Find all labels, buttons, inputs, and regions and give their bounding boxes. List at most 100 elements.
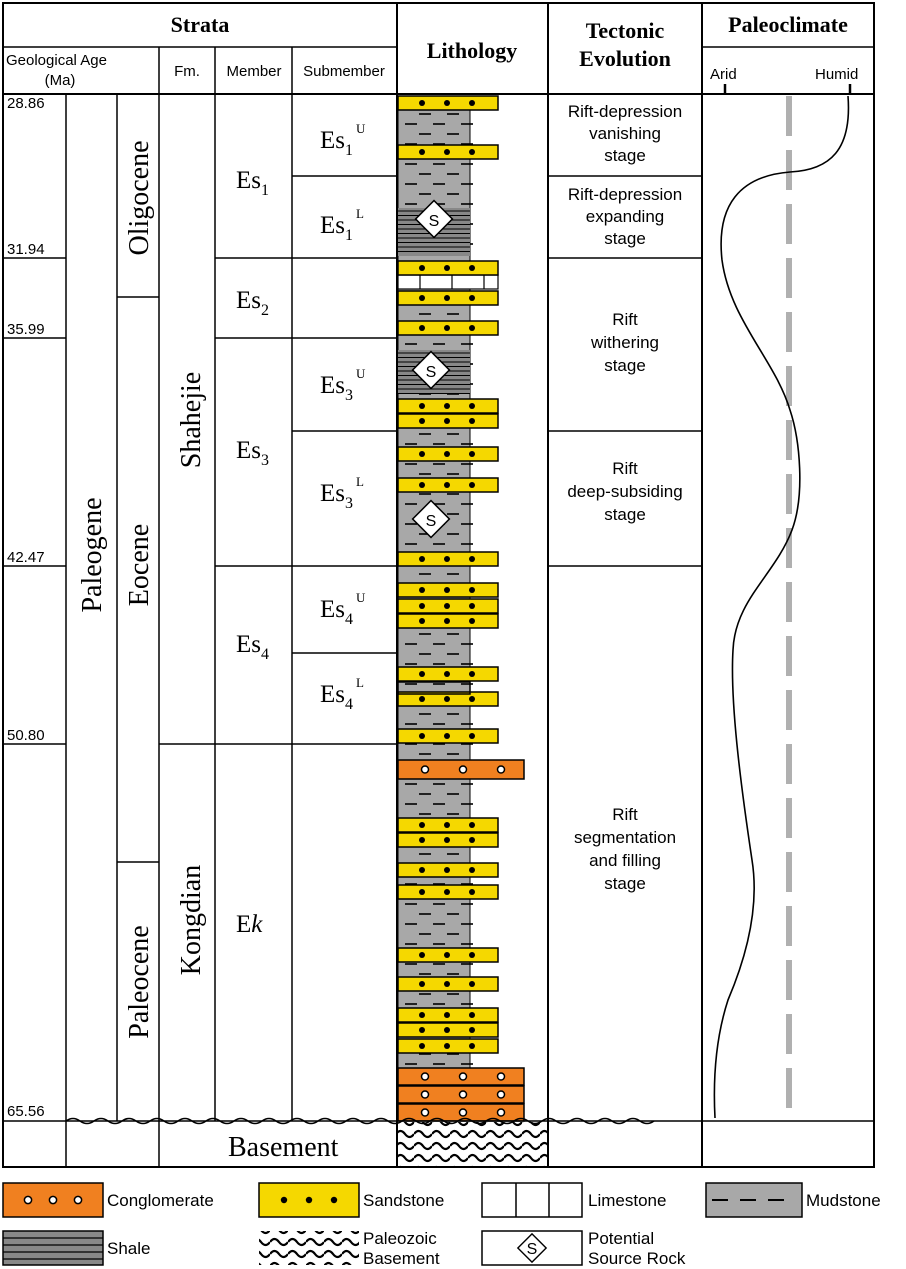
sandstone-bed <box>397 728 499 744</box>
submember-es3l: Es3L <box>320 474 364 512</box>
svg-text:S: S <box>426 513 437 530</box>
legend-conglomerate: Conglomerate <box>2 1182 214 1218</box>
sandstone-bed <box>397 398 499 414</box>
legend-label: Potential <box>588 1229 654 1248</box>
tectonic-stage-line: stage <box>604 505 646 524</box>
source-rock-marker: S <box>414 199 454 239</box>
legend-basement: Paleozoic Basement <box>259 1229 440 1268</box>
legend-sandstone: Sandstone <box>258 1182 444 1218</box>
formation-header: Fm. <box>174 63 200 80</box>
sandstone-bed <box>397 582 499 598</box>
sandstone-bed <box>397 413 499 429</box>
legend-label: Mudstone <box>806 1191 881 1210</box>
strata-header: Strata <box>171 12 230 37</box>
conglomerate-bed <box>397 1067 525 1086</box>
formation-kongdian: Kongdian <box>176 865 207 975</box>
tectonic-stage-line: Rift <box>612 459 638 478</box>
tectonic-stages: Rift-depression vanishing stage Rift-dep… <box>567 102 682 893</box>
sandstone-bed <box>397 976 499 992</box>
sandstone-bed <box>397 884 499 900</box>
svg-text:S: S <box>426 364 437 381</box>
legend-mudstone: Mudstone <box>705 1182 881 1218</box>
submember-es4u: Es4U <box>320 590 366 628</box>
paleoclimate-curve <box>713 95 850 1119</box>
geological-age-header: Geological Age <box>6 52 107 69</box>
humid-label: Humid <box>815 66 858 83</box>
tectonic-header-line1: Tectonic <box>586 18 665 43</box>
tectonic-stage-line: stage <box>604 229 646 248</box>
limestone-layer <box>397 274 499 290</box>
submember-es1l: Es1L <box>320 206 364 244</box>
legend-shale: Shale <box>2 1230 150 1266</box>
legend-label: Limestone <box>588 1191 666 1210</box>
tectonic-stage-line: stage <box>604 874 646 893</box>
sandstone-bed <box>397 613 499 629</box>
series-paleocene: Paleocene <box>124 925 155 1039</box>
submember-es3u: Es3U <box>320 366 366 404</box>
sandstone-bed <box>397 477 499 493</box>
tectonic-stage-line: Rift <box>612 310 638 329</box>
lithology-beds <box>397 95 525 1122</box>
sandstone-bed <box>397 551 499 567</box>
age-label: 28.86 <box>7 95 45 112</box>
sandstone-bed <box>397 817 499 833</box>
legend-source-rock: S Potential Source Rock <box>481 1229 686 1268</box>
paleozoic-basement <box>398 1122 548 1168</box>
system-paleogene: Paleogene <box>77 497 108 612</box>
sandstone-bed <box>397 95 499 111</box>
age-label: 31.94 <box>7 241 45 258</box>
tectonic-stage-line: and filling <box>589 851 661 870</box>
member-es1: Es1 <box>236 167 269 199</box>
member-es3: Es3 <box>236 437 269 469</box>
unconformity-line <box>65 1117 655 1125</box>
sandstone-bed <box>397 320 499 336</box>
formation-shahejie: Shahejie <box>176 372 207 468</box>
conglomerate-bed <box>397 1103 525 1122</box>
series-oligocene: Oligocene <box>124 140 155 255</box>
sandstone-bed <box>397 832 499 848</box>
legend-limestone: Limestone <box>481 1182 666 1218</box>
lithology-column: S S S <box>397 95 548 1168</box>
geological-age-unit: (Ma) <box>45 72 76 89</box>
age-labels: 28.86 31.94 35.99 42.47 50.80 65.56 <box>7 95 45 1120</box>
tectonic-stage-line: deep-subsiding <box>567 482 682 501</box>
svg-text:S: S <box>429 213 440 230</box>
series-eocene: Eocene <box>124 524 155 606</box>
submember-labels: Es1U Es1L Es3U Es3L Es4U Es4L <box>320 121 366 713</box>
legend-label: Basement <box>363 1249 440 1268</box>
basement-label: Basement <box>228 1132 339 1163</box>
table-grid <box>2 2 875 1168</box>
submember-es4l: Es4L <box>320 675 364 713</box>
conglomerate-bed <box>397 759 525 780</box>
legend-label: Conglomerate <box>107 1191 214 1210</box>
tectonic-stage-line: segmentation <box>574 828 676 847</box>
sandstone-bed <box>397 947 499 963</box>
source-rock-marker: S <box>411 499 451 539</box>
paleoclimate-header: Paleoclimate <box>728 12 848 37</box>
legend: Conglomerate Sandstone Limestone Mudston… <box>2 1182 881 1268</box>
tectonic-stage-line: vanishing <box>589 124 661 143</box>
legend-label: Paleozoic <box>363 1229 437 1248</box>
sandstone-bed <box>397 446 499 462</box>
tectonic-stage-line: Rift-depression <box>568 185 682 204</box>
sandstone-bed <box>397 691 499 707</box>
source-rock-marker: S <box>411 350 451 390</box>
age-label: 35.99 <box>7 321 45 338</box>
tectonic-stage-line: expanding <box>586 207 664 226</box>
arid-label: Arid <box>710 66 737 83</box>
conglomerate-bed <box>397 1085 525 1104</box>
legend-label: Sandstone <box>363 1191 444 1210</box>
sandstone-bed <box>397 1007 499 1023</box>
sandstone-bed <box>397 290 499 306</box>
svg-text:S: S <box>527 1241 538 1258</box>
sandstone-bed <box>397 598 499 614</box>
sandstone-bed <box>397 1022 499 1038</box>
tectonic-stage-line: Rift <box>612 805 638 824</box>
member-header: Member <box>226 63 281 80</box>
sandstone-bed <box>397 144 499 160</box>
sandstone-bed <box>397 260 499 276</box>
tectonic-stage-line: stage <box>604 146 646 165</box>
member-es2: Es2 <box>236 287 269 319</box>
tectonic-stage-line: Rift-depression <box>568 102 682 121</box>
